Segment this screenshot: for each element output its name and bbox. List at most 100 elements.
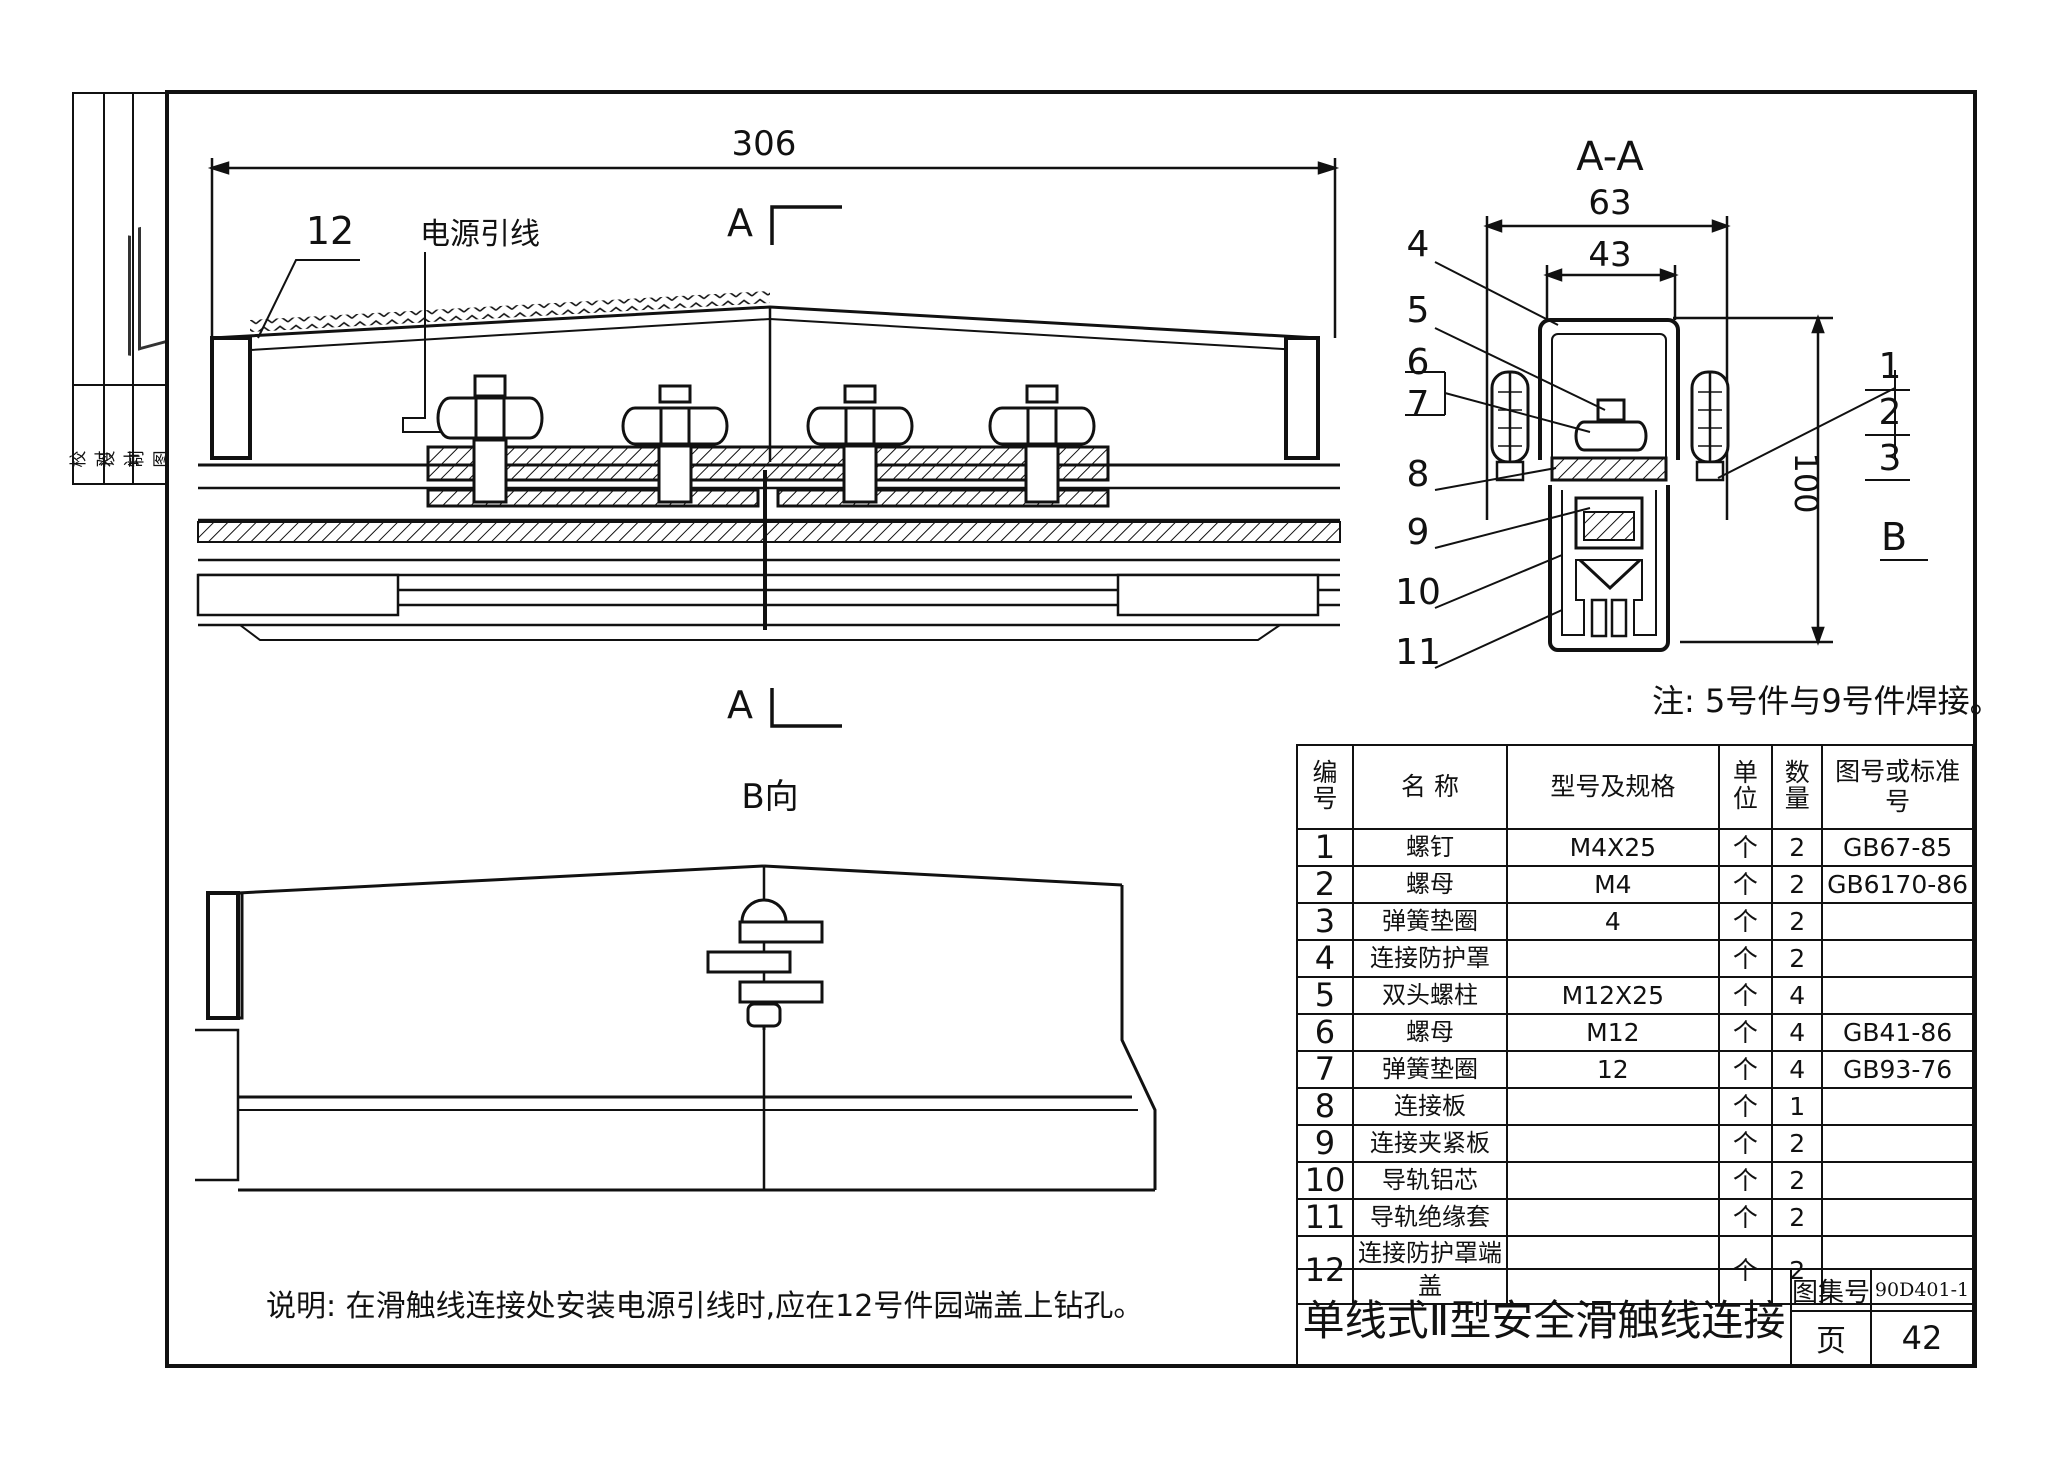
part-name: 螺母 (1351, 1013, 1509, 1052)
part-unit: 个 (1717, 1124, 1774, 1163)
header-standard: 图号或标准号 (1821, 744, 1974, 830)
part-name: 连接夹紧板 (1351, 1124, 1509, 1163)
part-spec (1506, 1087, 1720, 1126)
atlas-number: 90D401-1 (1870, 1268, 1974, 1312)
part-spec (1506, 1235, 1720, 1305)
weld-note: 注: 5号件与9号件焊接。 (1652, 682, 2002, 720)
row-number: 2 (1296, 865, 1354, 904)
b-direction-view (195, 864, 1157, 1192)
part-quantity: 4 (1771, 1050, 1824, 1089)
section-callouts-right: 1 2 3 (1879, 346, 1902, 479)
section-mark-a-top: A (727, 201, 753, 245)
part-standard: GB93-76 (1821, 1050, 1974, 1089)
part-quantity: 2 (1771, 1235, 1824, 1305)
part-spec: 12 (1506, 1050, 1720, 1089)
part-name: 连接防护罩 (1351, 939, 1509, 978)
part-quantity: 2 (1771, 1161, 1824, 1200)
part-spec (1506, 939, 1720, 978)
row-number: 10 (1296, 1161, 1354, 1200)
section-a-a-title: A-A (1576, 134, 1644, 180)
signature-sidebar: 校对 设计 制图 (69, 92, 172, 485)
signature-marks-2 (110, 232, 131, 356)
signature-marks (138, 220, 165, 351)
part-standard: GB6170-86 (1821, 865, 1974, 904)
part-spec (1506, 1124, 1720, 1163)
part-unit: 个 (1717, 976, 1774, 1015)
dimension-43: 43 (1588, 235, 1631, 275)
part-quantity: 4 (1771, 976, 1824, 1015)
callout-4: 4 (1407, 224, 1430, 265)
part-standard (1821, 976, 1974, 1015)
callout-8: 8 (1407, 454, 1430, 495)
part-unit: 个 (1717, 1198, 1774, 1237)
bolt-assemblies (436, 374, 1096, 504)
role-label-drafting: 制图 (127, 450, 172, 468)
drawing-frame (165, 90, 1977, 1368)
part-name: 螺母 (1351, 865, 1509, 904)
section-a-a-view (1405, 216, 1928, 669)
part-unit: 个 (1717, 1050, 1774, 1089)
part-spec: M12 (1506, 1013, 1720, 1052)
callout-1: 1 (1879, 346, 1902, 387)
part-standard (1821, 1198, 1974, 1237)
part-spec: M4X25 (1506, 828, 1720, 867)
part-spec (1506, 1198, 1720, 1237)
main-elevation-view (196, 158, 1341, 728)
part-unit: 个 (1717, 939, 1774, 978)
callout-6: 6 (1407, 342, 1430, 383)
part-standard (1821, 1087, 1974, 1126)
part-quantity: 2 (1771, 939, 1824, 978)
part-name: 导轨铝芯 (1351, 1161, 1509, 1200)
part-standard: GB67-85 (1821, 828, 1974, 867)
part-spec (1506, 1161, 1720, 1200)
drawing-title: 单线式Ⅱ型安全滑触线连接 (1296, 1268, 1792, 1366)
header-qty: 数量 (1771, 744, 1824, 830)
row-number: 6 (1296, 1013, 1354, 1052)
part-name: 连接防护罩端盖 (1351, 1235, 1509, 1305)
part-standard (1821, 902, 1974, 941)
part-standard (1821, 1235, 1974, 1305)
atlas-label: 图集号 (1790, 1268, 1872, 1312)
callout-7: 7 (1407, 384, 1430, 425)
dimension-100: 100 (1787, 452, 1825, 513)
header-no: 编号 (1296, 744, 1354, 830)
callout-3: 3 (1879, 438, 1902, 479)
part-unit: 个 (1717, 1235, 1774, 1305)
part-quantity: 2 (1771, 865, 1824, 904)
part-name: 导轨绝缘套 (1351, 1198, 1509, 1237)
callout-10: 10 (1395, 572, 1441, 613)
dimension-306: 306 (732, 124, 797, 164)
part-name: 弹簧垫圈 (1351, 902, 1509, 941)
part-quantity: 4 (1771, 1013, 1824, 1052)
row-number: 9 (1296, 1124, 1354, 1163)
part-unit: 个 (1717, 1013, 1774, 1052)
part-quantity: 2 (1771, 828, 1824, 867)
view-label-b: B (1881, 515, 1907, 559)
row-number: 5 (1296, 976, 1354, 1015)
b-view-title: B向 (741, 777, 798, 817)
part-spec: M4 (1506, 865, 1720, 904)
dimension-63: 63 (1588, 183, 1631, 223)
explanation-note: 说明: 在滑触线连接处安装电源引线时,应在12号件园端盖上钻孔。 (266, 1289, 1143, 1324)
part-name: 弹簧垫圈 (1351, 1050, 1509, 1089)
part-unit: 个 (1717, 902, 1774, 941)
callout-11: 11 (1395, 632, 1441, 673)
part-spec: M12X25 (1506, 976, 1720, 1015)
callout-2: 2 (1879, 392, 1902, 433)
part-name: 螺钉 (1351, 828, 1509, 867)
row-number: 8 (1296, 1087, 1354, 1126)
row-number: 3 (1296, 902, 1354, 941)
row-number: 4 (1296, 939, 1354, 978)
